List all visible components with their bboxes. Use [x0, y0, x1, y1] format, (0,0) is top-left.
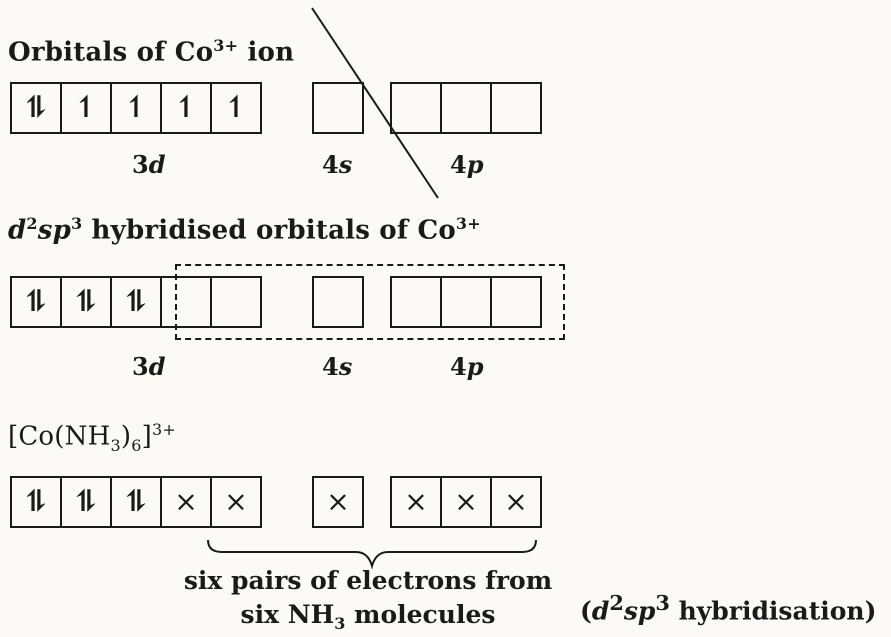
orbital-box [312, 276, 364, 328]
orbital-box: × [312, 476, 364, 528]
label-4p: 4p [450, 352, 484, 381]
orbital-box [160, 276, 212, 328]
row3-boxes: ⥮ ⥮ ⥮ × × × × × × [10, 476, 542, 528]
row3-title: [Co(NH3)6]3+ [8, 420, 176, 455]
orbital-box: × [490, 476, 542, 528]
row2-title: d2sp3 hybridised orbitals of Co3+ [8, 214, 481, 246]
orbital-box [440, 276, 492, 328]
orbital-box: ⥮ [10, 82, 62, 134]
row1-3d-group: ⥮ ↿ ↿ ↿ ↿ [10, 82, 262, 134]
row2-3d-group: ⥮ ⥮ ⥮ [10, 276, 262, 328]
row1-title: Orbitals of Co3+ ion [8, 36, 295, 68]
orbital-box: ↿ [110, 82, 162, 134]
orbital-box: ⥮ [60, 276, 112, 328]
label-3d: 3d [132, 352, 166, 381]
orbital-box: ⥮ [10, 476, 62, 528]
orbital-box [490, 276, 542, 328]
orbital-box: ↿ [60, 82, 112, 134]
row1-4p-group [390, 82, 542, 134]
orbital-box: × [160, 476, 212, 528]
orbital-box [490, 82, 542, 134]
orbital-box: × [390, 476, 442, 528]
orbital-box: ⥮ [110, 476, 162, 528]
orbital-box: × [440, 476, 492, 528]
row2-4s-group [312, 276, 364, 328]
hybridisation-box [175, 264, 565, 340]
orbital-box [390, 276, 442, 328]
orbital-box: ↿ [160, 82, 212, 134]
orbital-box: ↿ [210, 82, 262, 134]
orbital-box: × [210, 476, 262, 528]
orbital-box [390, 82, 442, 134]
caption-side: (d2sp3 hybridisation) [580, 590, 877, 626]
orbital-box: ⥮ [110, 276, 162, 328]
row2-4p-group [390, 276, 542, 328]
caption-line1: six pairs of electrons from [183, 566, 553, 595]
row3-3d-group: ⥮ ⥮ ⥮ × × [10, 476, 262, 528]
label-4s: 4s [322, 352, 353, 381]
orbital-box [312, 82, 364, 134]
orbital-box: ⥮ [10, 276, 62, 328]
label-4s: 4s [322, 150, 353, 179]
row3-4s-group: × [312, 476, 364, 528]
caption-line2: six NH3 molecules [240, 600, 496, 633]
row1-boxes: ⥮ ↿ ↿ ↿ ↿ [10, 82, 542, 134]
label-3d: 3d [132, 150, 166, 179]
orbital-box: ⥮ [60, 476, 112, 528]
label-4p: 4p [450, 150, 484, 179]
ligand-brace [207, 539, 537, 570]
row1-4s-group [312, 82, 364, 134]
row3-4p-group: × × × [390, 476, 542, 528]
orbital-box [440, 82, 492, 134]
orbital-box [210, 276, 262, 328]
row2-boxes: ⥮ ⥮ ⥮ [10, 276, 542, 328]
